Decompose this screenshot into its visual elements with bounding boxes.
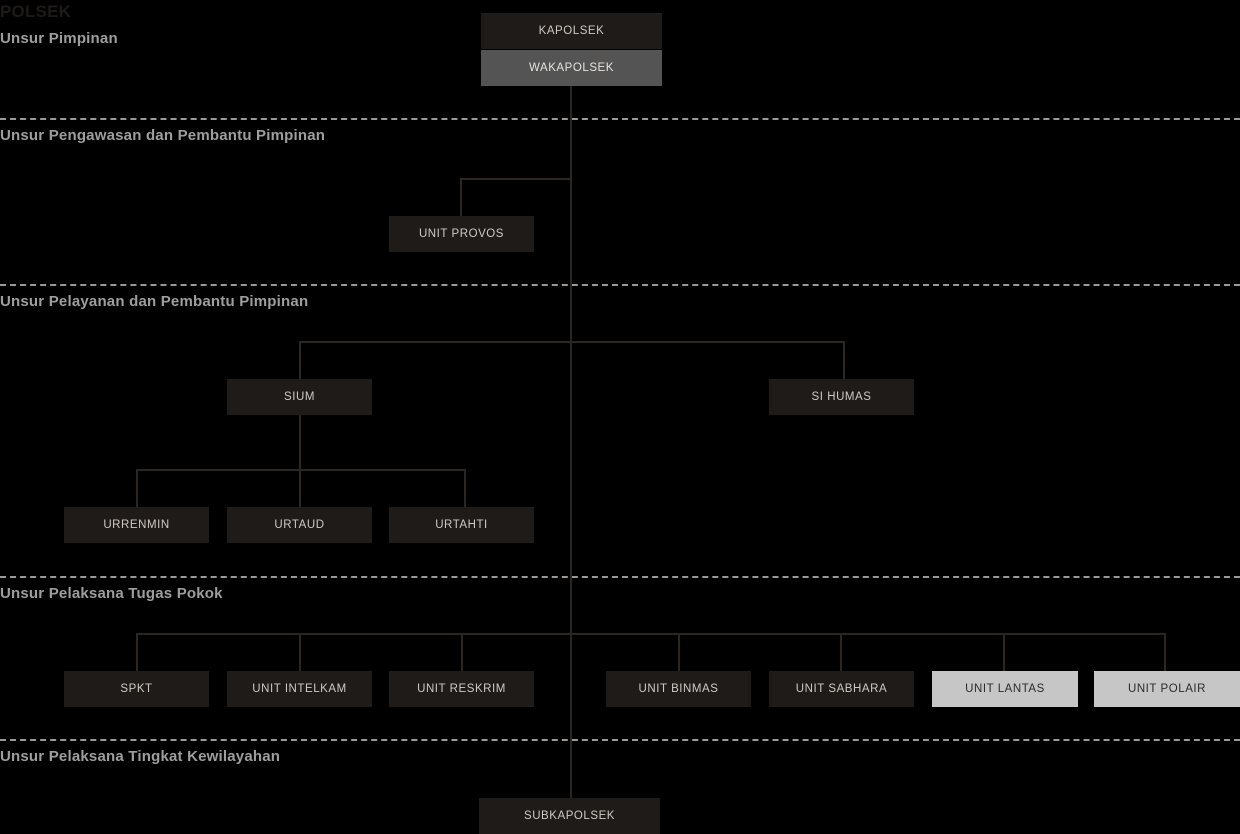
connector-level3-bus (299, 341, 845, 343)
node-urtahti[interactable]: URTAHTI (389, 507, 534, 543)
connector-binmas-drop (678, 633, 680, 671)
band-label-unsur-pelayanan: Unsur Pelayanan dan Pembantu Pimpinan (0, 293, 309, 310)
connector-sihumas-drop (843, 341, 845, 379)
node-spkt[interactable]: SPKT (64, 671, 209, 707)
node-urrenmin[interactable]: URRENMIN (64, 507, 209, 543)
band-label-unsur-pimpinan: Unsur Pimpinan (0, 30, 118, 47)
node-si-humas[interactable]: SI HUMAS (769, 379, 914, 415)
connector-provos-horizontal (460, 178, 571, 180)
node-unit-reskrim[interactable]: UNIT RESKRIM (389, 671, 534, 707)
connector-provos-vertical (460, 178, 462, 216)
connector-urtahti-drop (464, 469, 466, 507)
node-unit-sabhara[interactable]: UNIT SABHARA (769, 671, 914, 707)
node-unit-provos[interactable]: UNIT PROVOS (389, 216, 534, 252)
connector-sabhara-drop (840, 633, 842, 671)
node-urtaud[interactable]: URTAUD (227, 507, 372, 543)
band-label-unsur-pelaksana-tugas: Unsur Pelaksana Tugas Pokok (0, 585, 223, 602)
connector-level5-bus (136, 633, 1164, 635)
connector-urrenmin-drop (136, 469, 138, 507)
node-unit-intelkam[interactable]: UNIT INTELKAM (227, 671, 372, 707)
node-unit-lantas[interactable]: UNIT LANTAS (932, 671, 1078, 707)
connector-intelkam-drop (299, 633, 301, 671)
node-sium[interactable]: SIUM (227, 379, 372, 415)
node-unit-binmas[interactable]: UNIT BINMAS (606, 671, 751, 707)
node-kapolsek[interactable]: KAPOLSEK (481, 13, 662, 49)
main-spine-connector (570, 86, 572, 800)
connector-spkt-drop (136, 633, 138, 671)
node-subkapolsek[interactable]: SUBKAPOLSEK (479, 798, 660, 834)
band-label-unsur-pengawasan: Unsur Pengawasan dan Pembantu Pimpinan (0, 127, 326, 144)
divider-4 (0, 739, 1240, 741)
page-title: POLSEK (0, 2, 72, 21)
connector-polair-drop (1164, 633, 1166, 671)
node-unit-polair[interactable]: UNIT POLAIR (1094, 671, 1240, 707)
node-wakapolsek[interactable]: WAKAPOLSEK (481, 50, 662, 86)
connector-lantas-drop (1003, 633, 1005, 671)
band-label-unsur-kewilayahan: Unsur Pelaksana Tingkat Kewilayahan (0, 748, 281, 765)
divider-3 (0, 576, 1240, 578)
divider-1 (0, 118, 1240, 120)
connector-reskrim-drop (461, 633, 463, 671)
connector-sium-drop (299, 341, 301, 379)
divider-2 (0, 284, 1240, 286)
connector-sium-stem (299, 415, 301, 469)
connector-urtaud-drop (299, 469, 301, 507)
connector-level4-bus (136, 469, 466, 471)
